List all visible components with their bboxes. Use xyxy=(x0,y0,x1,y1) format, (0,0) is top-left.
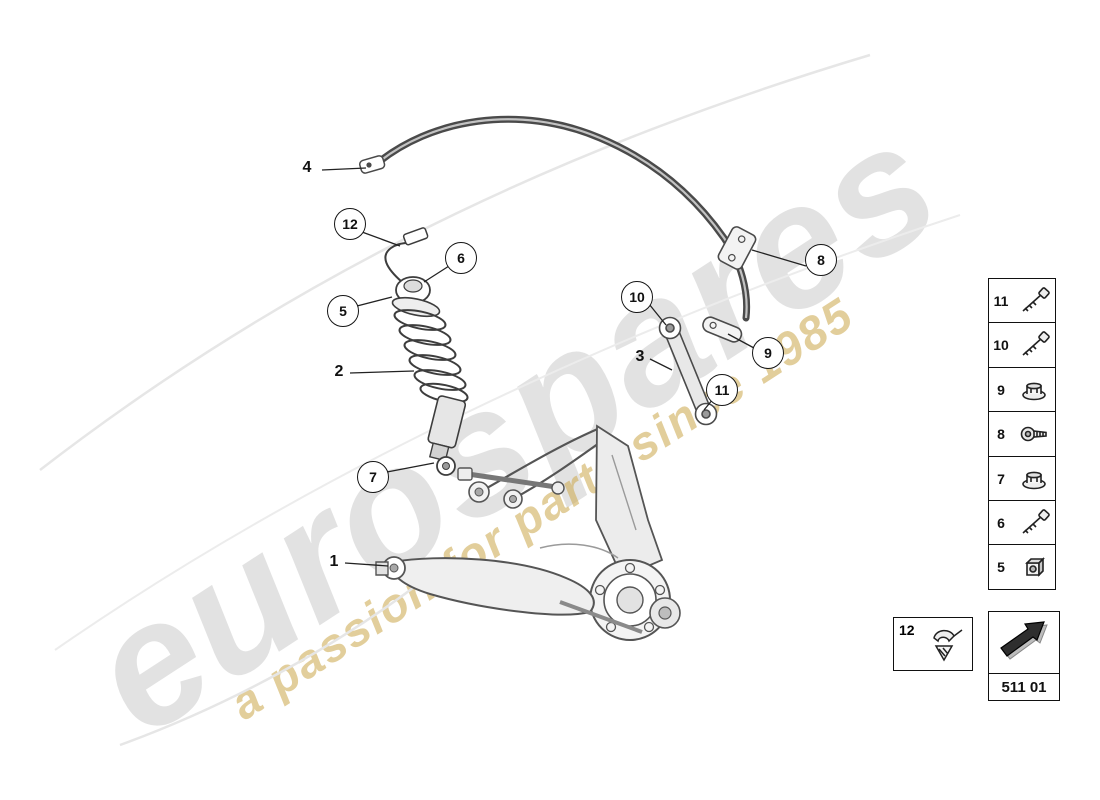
long-bolt-icon xyxy=(1013,284,1055,318)
callout-4[interactable]: 4 xyxy=(302,159,312,176)
legend-item-12[interactable]: 12 xyxy=(893,617,973,671)
torx-bolt-icon xyxy=(1013,417,1055,451)
callout-5[interactable]: 5 xyxy=(327,295,359,327)
legend-item-6[interactable]: 6 xyxy=(988,500,1056,547)
flange-nut-icon xyxy=(1013,373,1055,407)
legend-item-10[interactable]: 10 xyxy=(988,322,1056,369)
part-code-box[interactable]: 511 01 xyxy=(988,673,1060,702)
legend-item-9[interactable]: 9 xyxy=(988,366,1056,413)
callout-3[interactable]: 3 xyxy=(635,348,645,365)
callout-11[interactable]: 11 xyxy=(706,374,738,406)
square-nut-icon xyxy=(1013,550,1055,584)
legend-item-5[interactable]: 5 xyxy=(988,544,1056,591)
flange-nut-icon xyxy=(1013,462,1055,496)
clip-icon xyxy=(924,624,968,671)
legend-item-11[interactable]: 11 xyxy=(988,278,1056,324)
legend-item-7[interactable]: 7 xyxy=(988,455,1056,502)
callout-2[interactable]: 2 xyxy=(334,363,344,380)
control-arm-assembly xyxy=(375,424,681,641)
legend-item-number: 8 xyxy=(997,426,1005,443)
callout-9[interactable]: 9 xyxy=(752,337,784,369)
callout-8[interactable]: 8 xyxy=(805,244,837,276)
callout-1[interactable]: 1 xyxy=(329,553,339,570)
fastener-legend: 11 10 9 xyxy=(988,278,1056,591)
part-code: 511 01 xyxy=(1001,678,1047,696)
callout-10[interactable]: 10 xyxy=(621,281,653,313)
legend-item-number: 6 xyxy=(997,515,1005,532)
long-bolt-icon xyxy=(1013,506,1055,540)
legend-item-number: 5 xyxy=(997,559,1005,576)
arrow-icon xyxy=(995,617,1053,670)
callout-12[interactable]: 12 xyxy=(334,208,366,240)
swoosh-curves xyxy=(39,53,961,747)
diagram-nav-arrow[interactable] xyxy=(988,611,1060,675)
callout-6[interactable]: 6 xyxy=(445,242,477,274)
legend-item-number: 12 xyxy=(899,622,915,638)
drop-link xyxy=(658,316,718,426)
legend-item-number: 10 xyxy=(993,337,1009,354)
legend-item-number: 7 xyxy=(997,470,1005,487)
shock-absorber xyxy=(384,227,469,476)
legend-item-number: 9 xyxy=(997,381,1005,398)
long-bolt-icon xyxy=(1013,328,1055,362)
callout-7[interactable]: 7 xyxy=(357,461,389,493)
legend-item-8[interactable]: 8 xyxy=(988,411,1056,458)
legend-item-number: 11 xyxy=(993,293,1009,309)
